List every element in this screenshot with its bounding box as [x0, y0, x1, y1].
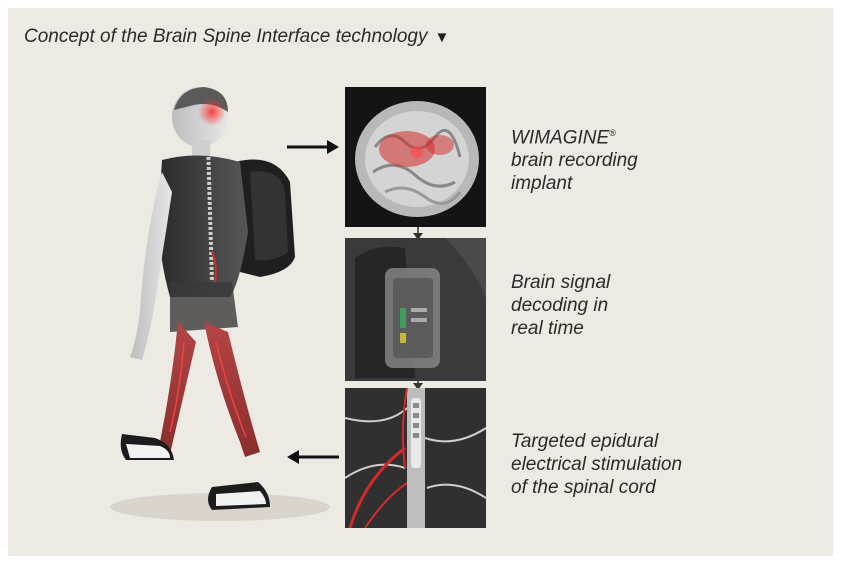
brain-implant-label: WIMAGINE® brain recording implant — [511, 122, 638, 195]
decoding-label: Brain signal decoding in real time — [511, 271, 610, 340]
page-title: Concept of the Brain Spine Interface tec… — [24, 26, 427, 48]
label-line: electrical stimulation — [511, 453, 682, 476]
arrow-left-icon — [285, 447, 341, 467]
arrow-right-icon — [285, 137, 341, 157]
decoding-device-image — [345, 238, 486, 381]
spinal-cord-stimulation-image — [345, 388, 486, 528]
label-line: implant — [511, 172, 638, 195]
triangle-down-icon[interactable]: ▼ — [434, 29, 449, 46]
implant-name: WIMAGINE — [511, 127, 609, 148]
brain-implant-image — [345, 87, 486, 227]
trademark-symbol: ® — [609, 128, 616, 138]
label-line: Brain signal — [511, 271, 610, 294]
label-line: Targeted epidural — [511, 430, 682, 453]
label-line: brain recording — [511, 149, 638, 172]
label-line: real time — [511, 317, 610, 340]
label-line: decoding in — [511, 294, 610, 317]
stimulation-label: Targeted epidural electrical stimulation… — [511, 430, 682, 499]
page-title-row[interactable]: Concept of the Brain Spine Interface tec… — [24, 26, 449, 48]
label-line: of the spinal cord — [511, 476, 682, 499]
